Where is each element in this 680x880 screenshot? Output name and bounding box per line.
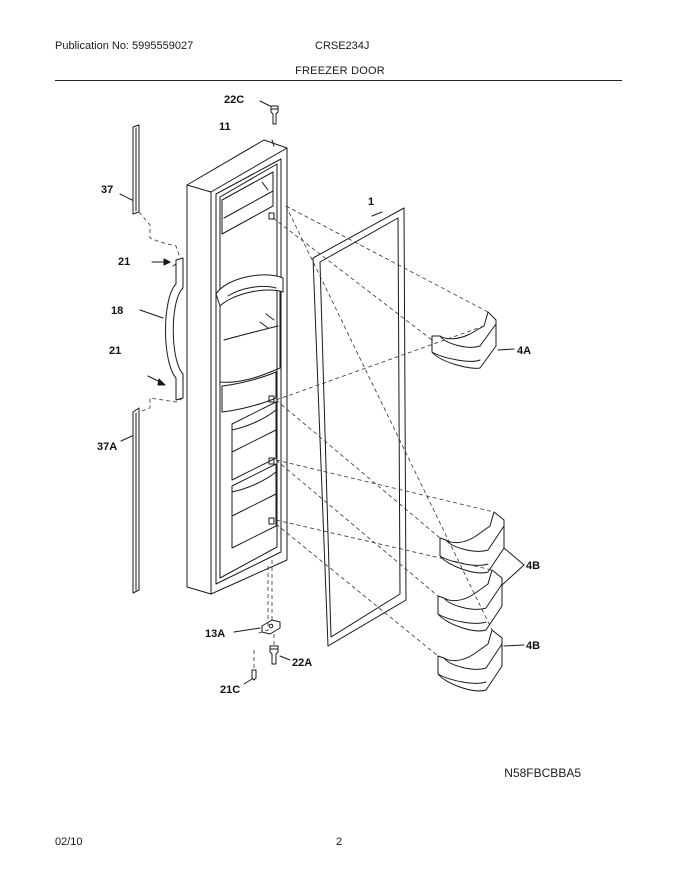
hinge-pin-22c [259,100,279,125]
callout-21-upper: 21 [118,256,130,268]
door-bin-4b-lower [437,629,525,692]
screw-21c [243,669,257,685]
callout-37: 37 [101,184,113,196]
door-bin-4a [431,311,515,369]
footer-date: 02/10 [55,836,83,848]
callout-11: 11 [219,121,231,133]
page-number: 2 [336,836,343,848]
callout-22a: 22A [292,657,312,669]
handle-trim-37 [119,124,140,215]
callout-4b-upper: 4B [526,560,540,572]
handle-trim-37a [120,407,140,594]
door-handle-18 [139,257,184,401]
door-bin-4b-middle [437,547,525,632]
publication-number: Publication No: 5995559027 [55,40,194,52]
callout-22c: 22C [224,94,244,106]
callout-18: 18 [111,305,123,317]
callout-4b-lower: 4B [526,640,540,652]
door-panel [186,139,288,595]
section-title: FREEZER DOOR [295,65,385,77]
callout-1: 1 [368,196,374,208]
callout-21-lower: 21 [109,345,121,357]
bottom-hinge-13a [233,619,281,635]
figure-code: N58FBCBBA5 [504,766,581,780]
callout-37a: 37A [97,441,117,453]
hinge-screw-22a [269,645,291,665]
callout-21c: 21C [220,684,240,696]
callout-13a: 13A [205,628,225,640]
callout-4a: 4A [517,345,531,357]
model-number: CRSE234J [315,40,370,52]
header-rule [55,80,622,81]
door-gasket-1 [312,207,407,647]
